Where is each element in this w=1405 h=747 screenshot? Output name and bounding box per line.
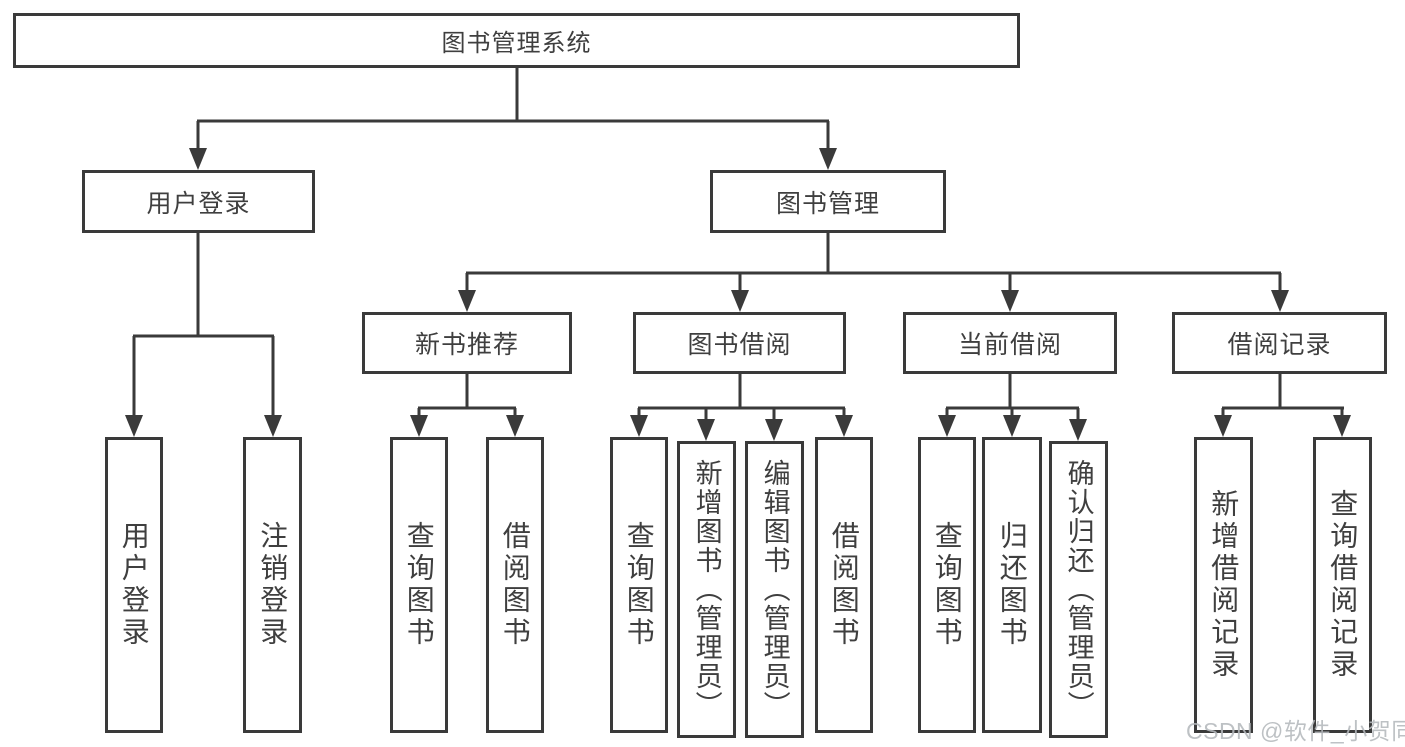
connector-arrow: [630, 415, 648, 437]
leaf-query-borrow-record-label: 查询借阅记录: [1327, 489, 1359, 681]
connector-arrow: [1003, 415, 1021, 437]
node-borrowing-records: 借阅记录: [1172, 312, 1387, 374]
leaf-borrow-books-recommend: 借阅图书: [486, 437, 544, 733]
leaf-query-books-current: 查询图书: [918, 437, 976, 733]
leaf-borrow-books-label: 借阅图书: [828, 521, 860, 649]
connector-arrow: [1069, 419, 1087, 441]
node-current-borrowing: 当前借阅: [903, 312, 1117, 374]
connector-arrow: [1001, 290, 1019, 312]
connector-line: [196, 68, 830, 155]
node-new-book-recommend-label: 新书推荐: [414, 331, 519, 359]
connector-arrow: [938, 415, 956, 437]
connector-arrow: [835, 415, 853, 437]
leaf-add-books-admin-label: 新增图书（管理员）: [691, 459, 722, 720]
connector-arrow: [458, 290, 476, 312]
connector-arrow: [189, 148, 207, 170]
leaf-query-borrow-record: 查询借阅记录: [1313, 437, 1372, 733]
connector-arrow: [125, 415, 143, 437]
connector-arrow: [1333, 415, 1351, 437]
connector-line: [1221, 374, 1344, 422]
connector-arrow: [731, 290, 749, 312]
connector-arrow: [697, 419, 715, 441]
leaf-query-books-current-label: 查询图书: [931, 521, 963, 649]
connector-arrow: [1271, 290, 1289, 312]
node-user-login: 用户登录: [82, 170, 315, 233]
node-new-book-recommend: 新书推荐: [362, 312, 572, 374]
leaf-logout-label: 注销登录: [257, 521, 289, 649]
leaf-logout: 注销登录: [243, 437, 302, 733]
node-library-system-label: 图书管理系统: [441, 30, 592, 57]
leaf-add-books-admin: 新增图书（管理员）: [677, 441, 736, 738]
leaf-edit-books-admin: 编辑图书（管理员）: [745, 441, 804, 738]
leaf-confirm-return-admin-label: 确认归还（管理员）: [1063, 459, 1094, 720]
leaf-edit-books-admin-label: 编辑图书（管理员）: [759, 459, 790, 720]
connector-line: [132, 233, 275, 420]
node-book-management: 图书管理: [710, 170, 946, 233]
node-book-borrowing-label: 图书借阅: [687, 331, 792, 359]
leaf-query-books-borrow-label: 查询图书: [623, 521, 655, 649]
leaf-return-books-label: 归还图书: [996, 521, 1028, 649]
leaf-confirm-return-admin: 确认归还（管理员）: [1049, 441, 1108, 738]
node-book-management-label: 图书管理: [775, 189, 880, 218]
connector-arrow: [506, 415, 524, 437]
leaf-borrow-books: 借阅图书: [815, 437, 873, 733]
leaf-query-books-borrow: 查询图书: [610, 437, 668, 733]
node-current-borrowing-label: 当前借阅: [957, 331, 1062, 359]
connector-line: [637, 374, 846, 426]
connector-arrow: [410, 415, 428, 437]
leaf-add-borrow-record-label: 新增借阅记录: [1208, 489, 1240, 681]
connector-arrow: [1214, 415, 1232, 437]
csdn-watermark: CSDN @软件_小贺同学: [1186, 718, 1405, 744]
node-user-login-label: 用户登录: [146, 189, 251, 218]
node-library-system: 图书管理系统: [13, 13, 1020, 68]
leaf-query-books-recommend: 查询图书: [390, 437, 448, 733]
leaf-user-login-label: 用户登录: [118, 521, 150, 649]
node-borrowing-records-label: 借阅记录: [1227, 331, 1332, 359]
leaf-return-books: 归还图书: [982, 437, 1042, 733]
connector-arrow: [264, 415, 282, 437]
leaf-borrow-books-recommend-label: 借阅图书: [499, 521, 531, 649]
connector-line: [417, 374, 517, 422]
connector-arrow: [819, 148, 837, 170]
node-book-borrowing: 图书借阅: [633, 312, 846, 374]
leaf-add-borrow-record: 新增借阅记录: [1194, 437, 1253, 733]
connector-line: [465, 233, 1282, 296]
leaf-user-login: 用户登录: [105, 437, 163, 733]
leaf-query-books-recommend-label: 查询图书: [403, 521, 435, 649]
connector-arrow: [765, 419, 783, 441]
